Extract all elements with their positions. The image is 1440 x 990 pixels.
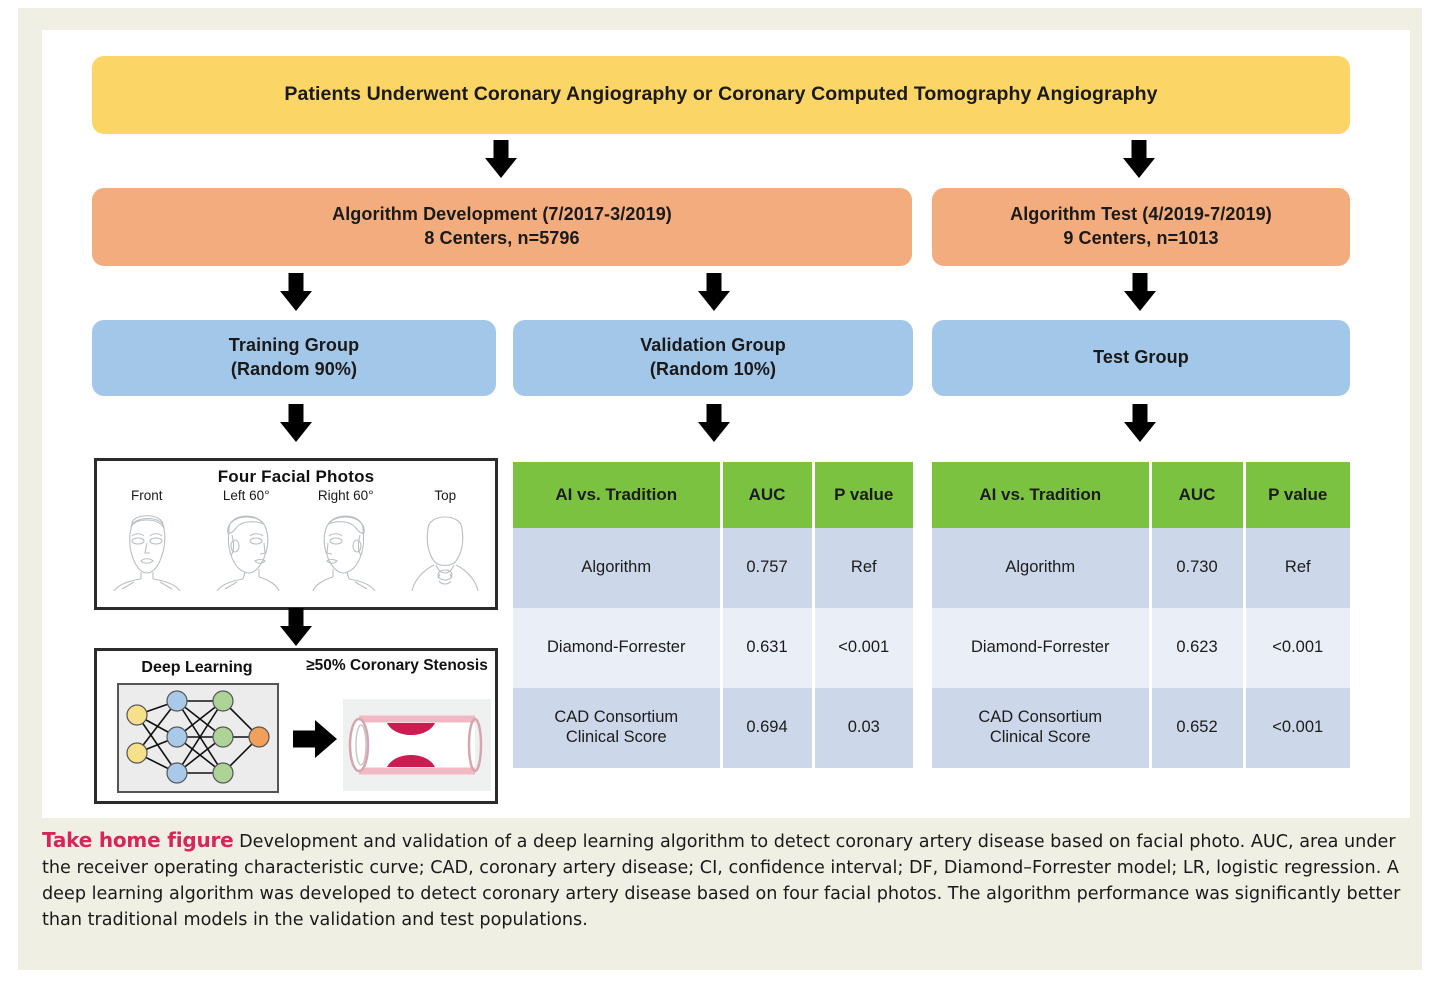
table-row: CAD Consortium Clinical Score 0.694 0.03 (513, 688, 913, 768)
test-results-table: AI vs. Tradition AUC P value Algorithm 0… (932, 462, 1350, 768)
caption-lead: Take home figure (42, 828, 234, 852)
coronary-stenosis-illustration (343, 699, 491, 791)
cell-pvalue: <0.001 (813, 608, 913, 688)
table-row: Diamond-Forrester 0.623 <0.001 (932, 608, 1350, 688)
training-group-line2: (Random 90%) (230, 359, 358, 379)
cell-model-name: CAD Consortium Clinical Score (932, 688, 1152, 768)
deep-learning-title: Deep Learning (141, 659, 253, 676)
validation-results-table: AI vs. Tradition AUC P value Algorithm 0… (513, 462, 913, 768)
photo-cell-front: Front (99, 488, 194, 591)
top-cohort-label: Patients Underwent Coronary Angiography … (284, 83, 1158, 106)
photo-panel-title: Four Facial Photos (217, 467, 375, 486)
col-header-comparison: AI vs. Tradition (932, 462, 1152, 528)
neural-network-diagram (117, 683, 279, 793)
cell-auc: 0.631 (721, 608, 815, 688)
table-row: Algorithm 0.730 Ref (932, 528, 1350, 608)
validation-group-line1: Validation Group (640, 335, 786, 356)
col-header-pvalue: P value (1244, 462, 1350, 528)
photo-label-right60: Right 60° (317, 488, 374, 503)
cell-pvalue: <0.001 (1244, 688, 1350, 768)
cell-pvalue: Ref (1244, 528, 1350, 608)
training-group-box: Training Group (Random 90%) (92, 320, 496, 396)
col-header-pvalue: P value (813, 462, 913, 528)
face-right60-icon (312, 515, 376, 591)
face-top-icon (411, 516, 479, 591)
cell-model-name: Diamond-Forrester (513, 608, 723, 688)
photo-label-left60: Left 60° (222, 488, 270, 503)
cell-auc: 0.757 (721, 528, 815, 608)
table-header-row: AI vs. Tradition AUC P value (932, 462, 1350, 528)
table-row: Diamond-Forrester 0.631 <0.001 (513, 608, 913, 688)
col-header-auc: AUC (721, 462, 815, 528)
cell-auc: 0.694 (721, 688, 815, 768)
stenosis-title-line1: ≥50% Coronary (306, 657, 419, 674)
stenosis-title: ≥50% Coronary Stenosis (302, 657, 492, 675)
algorithm-development-box: Algorithm Development (7/2017-3/2019) 8 … (92, 188, 912, 266)
photo-label-top: Top (434, 488, 457, 503)
table-header-row: AI vs. Tradition AUC P value (513, 462, 913, 528)
cell-model-name: Diamond-Forrester (932, 608, 1152, 688)
cell-model-name: Algorithm (932, 528, 1152, 608)
cell-model-name: Algorithm (513, 528, 723, 608)
cell-pvalue: Ref (813, 528, 913, 608)
algorithm-test-line1: Algorithm Test (4/2019-7/2019) (1010, 204, 1272, 225)
top-cohort-box: Patients Underwent Coronary Angiography … (92, 56, 1350, 134)
photo-cell-right60: Right 60° (298, 488, 393, 591)
face-left60-icon (216, 515, 280, 591)
cell-auc: 0.623 (1150, 608, 1246, 688)
figure-caption: Take home figure Development and validat… (42, 826, 1410, 933)
cell-model-name: CAD Consortium Clinical Score (513, 688, 723, 768)
table-row: CAD Consortium Clinical Score 0.652 <0.0… (932, 688, 1350, 768)
stenosis-title-line2: Stenosis (423, 657, 488, 674)
cell-pvalue: 0.03 (813, 688, 913, 768)
cell-auc: 0.652 (1150, 688, 1246, 768)
algorithm-test-line2: 9 Centers, n=1013 (1063, 228, 1219, 248)
col-header-comparison: AI vs. Tradition (513, 462, 723, 528)
neural-network-icon (126, 690, 270, 784)
four-facial-photos-panel: Four Facial Photos Front (94, 458, 498, 610)
algorithm-development-line2: 8 Centers, n=5796 (424, 228, 580, 248)
photo-cell-left60: Left 60° (199, 488, 294, 591)
algorithm-test-box: Algorithm Test (4/2019-7/2019) 9 Centers… (932, 188, 1350, 266)
artery-stenosis-icon (343, 699, 491, 791)
algorithm-development-line1: Algorithm Development (7/2017-3/2019) (332, 204, 672, 225)
cell-pvalue: <0.001 (1244, 608, 1350, 688)
cell-auc: 0.730 (1150, 528, 1246, 608)
photo-label-front: Front (130, 488, 163, 503)
validation-group-line2: (Random 10%) (649, 359, 777, 379)
photo-cell-top: Top (398, 488, 493, 591)
test-group-line1: Test Group (1093, 347, 1189, 368)
face-front-icon (113, 515, 181, 591)
table-row: Algorithm 0.757 Ref (513, 528, 913, 608)
deep-learning-panel: Deep Learning ≥50% Coronary Stenosis (94, 648, 498, 804)
caption-body: Development and validation of a deep lea… (42, 832, 1401, 930)
training-group-line1: Training Group (228, 335, 360, 356)
test-group-box: Test Group (932, 320, 1350, 396)
col-header-auc: AUC (1150, 462, 1246, 528)
validation-group-box: Validation Group (Random 10%) (513, 320, 913, 396)
